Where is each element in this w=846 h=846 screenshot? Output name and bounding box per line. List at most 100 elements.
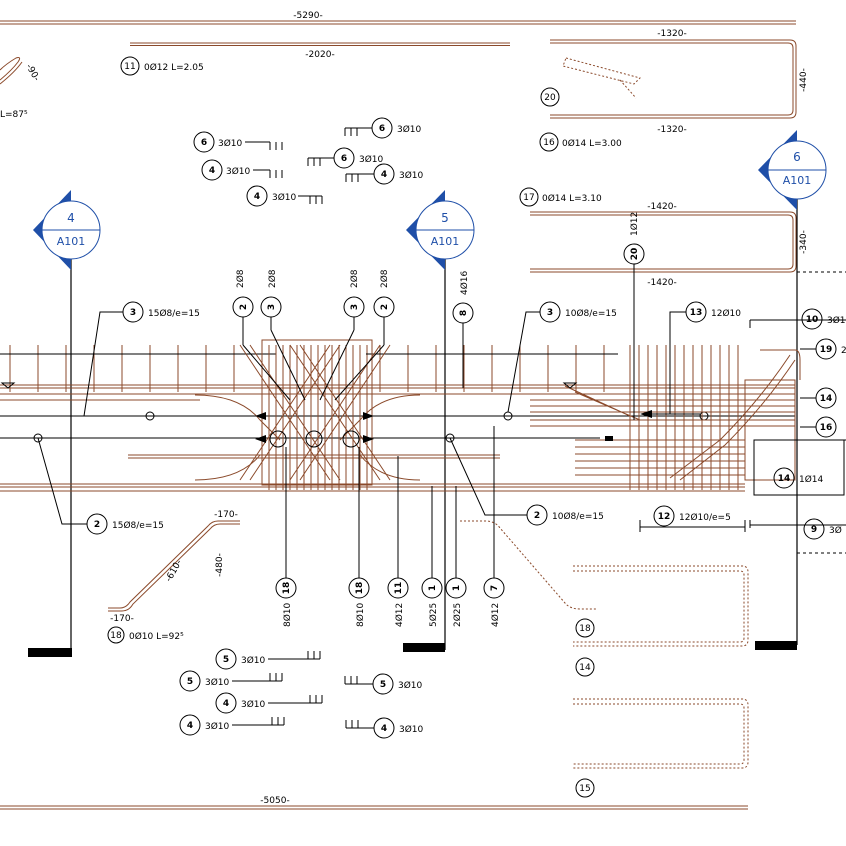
svg-text:-1320-: -1320-: [657, 125, 686, 135]
svg-text:13: 13: [690, 308, 703, 318]
callout-5-bottom-b: 5 3Ø10: [179, 670, 283, 692]
svg-text:3: 3: [130, 308, 136, 318]
svg-text:2: 2: [841, 346, 846, 356]
bar-16-tag: 16 0Ø14 L=3.00: [539, 132, 622, 152]
svg-text:7: 7: [490, 585, 500, 591]
svg-text:18: 18: [110, 631, 122, 641]
svg-text:15Ø8/e=15: 15Ø8/e=15: [148, 308, 200, 319]
callout-5-bottom-a: 5 3Ø10: [215, 648, 321, 670]
svg-text:5: 5: [223, 655, 229, 665]
svg-text:3Ø10: 3Ø10: [205, 721, 230, 732]
bottom-total-bar: -5050-: [0, 796, 748, 810]
svg-text:3Ø10: 3Ø10: [272, 192, 297, 203]
svg-text:4: 4: [223, 699, 229, 709]
svg-text:15Ø8/e=15: 15Ø8/e=15: [112, 520, 164, 531]
svg-text:8Ø10: 8Ø10: [282, 602, 293, 627]
callout-4-a: 4 3Ø10: [201, 159, 283, 181]
svg-text:18: 18: [579, 624, 591, 634]
svg-text:A101: A101: [57, 235, 86, 248]
svg-text:A101: A101: [431, 235, 460, 248]
svg-text:14: 14: [778, 474, 791, 484]
callout-4-bottom-c: 4 3Ø10: [345, 717, 424, 739]
bar-20-tag: 20: [544, 93, 556, 103]
svg-text:1Ø14: 1Ø14: [799, 474, 824, 485]
svg-text:4Ø12: 4Ø12: [394, 603, 405, 627]
svg-text:3Ø10: 3Ø10: [398, 680, 423, 691]
svg-text:4: 4: [381, 724, 387, 734]
svg-text:8: 8: [459, 310, 469, 316]
stirrup-shape-top: -1320- -1320- -440- 20: [540, 29, 809, 135]
bottom-vertical-callouts: 18 8Ø10 18 8Ø10 11 4Ø12 1 5Ø25 1 2Ø25: [275, 426, 505, 627]
callout-6-c: 6 3Ø10: [307, 147, 384, 169]
svg-text:3: 3: [350, 304, 360, 310]
callout-6-a: 6 3Ø10: [193, 131, 283, 153]
callout-9: 9 3Ø: [803, 518, 842, 540]
svg-text:A101: A101: [783, 174, 812, 187]
callout-4-c: 4 3Ø10: [345, 163, 424, 185]
section-marker-6: 6 A101: [755, 130, 827, 650]
svg-text:3: 3: [547, 308, 553, 318]
svg-text:10: 10: [806, 315, 819, 325]
svg-text:5: 5: [380, 680, 386, 690]
callout-2-left: 2 15Ø8/e=15: [37, 437, 164, 535]
callout-3-top-a: 3 2Ø8: [260, 269, 306, 401]
svg-text:8Ø10: 8Ø10: [355, 602, 366, 627]
bar-11-tag: 11 0Ø12 L=2.05: [120, 56, 204, 76]
svg-text:0Ø14 L=3.00: 0Ø14 L=3.00: [562, 138, 622, 149]
callout-7-bottom: 7 4Ø12: [483, 426, 505, 627]
svg-text:-170-: -170-: [214, 510, 238, 520]
callout-12: 12 12Ø10/e=5: [639, 505, 746, 532]
svg-text:6: 6: [379, 124, 385, 134]
svg-text:3Ø10: 3Ø10: [399, 724, 424, 735]
svg-text:3Ø10: 3Ø10: [226, 166, 251, 177]
svg-text:-1420-: -1420-: [647, 278, 676, 288]
svg-text:18: 18: [282, 582, 292, 595]
svg-text:9: 9: [811, 525, 817, 535]
svg-text:4: 4: [381, 170, 387, 180]
stirrup-ticks: [0, 345, 739, 490]
svg-text:5Ø25: 5Ø25: [428, 603, 439, 627]
svg-text:2Ø8: 2Ø8: [379, 269, 390, 288]
svg-text:1Ø12: 1Ø12: [629, 212, 640, 236]
svg-text:-480-: -480-: [215, 553, 225, 577]
svg-text:20: 20: [630, 248, 640, 261]
svg-text:-340-: -340-: [799, 230, 809, 254]
svg-text:3Ø10: 3Ø10: [218, 138, 243, 149]
svg-text:2Ø8: 2Ø8: [235, 269, 246, 288]
svg-text:3Ø10: 3Ø10: [205, 677, 230, 688]
svg-text:15: 15: [579, 784, 590, 794]
main-callouts: 3 15Ø8/e=15 3 10Ø8/e=15 13 12Ø10 10 3Ø1 …: [37, 301, 846, 540]
callout-2-right: 2 10Ø8/e=15: [449, 437, 604, 526]
svg-text:-90-: -90-: [23, 63, 41, 84]
top-total-dimension: -5290-: [293, 11, 322, 21]
svg-text:2: 2: [380, 304, 390, 310]
callout-18-a: 18 8Ø10: [275, 447, 297, 627]
dashed-shape-18: 18: [460, 520, 596, 638]
svg-text:3Ø1: 3Ø1: [827, 315, 846, 326]
svg-text:6: 6: [341, 154, 347, 164]
callout-3-left: 3 15Ø8/e=15: [83, 301, 200, 417]
svg-text:-1320-: -1320-: [657, 29, 686, 39]
svg-text:2Ø8: 2Ø8: [349, 269, 360, 288]
svg-text:4: 4: [187, 721, 193, 731]
svg-text:4Ø12: 4Ø12: [490, 603, 501, 627]
callout-19: 19 2: [800, 338, 846, 360]
svg-text:5: 5: [441, 211, 449, 225]
svg-text:2: 2: [239, 304, 249, 310]
callout-14: 14: [800, 387, 837, 409]
bottom-stirrup-callouts: 5 3Ø10 5 3Ø10 4 3Ø10 4 3Ø10 5 3Ø10: [179, 648, 424, 739]
top-vertical-callouts: 2 2Ø8 3 2Ø8 3 2Ø8 2 2Ø8 8: [232, 212, 645, 420]
callout-4-b: 4 3Ø10: [246, 185, 323, 207]
right-end-zone: [530, 271, 846, 554]
svg-text:16: 16: [543, 138, 555, 148]
svg-text:0Ø10 L=92⁵: 0Ø10 L=92⁵: [129, 631, 184, 642]
callout-10: 10 3Ø1: [801, 308, 846, 330]
callout-14-b: 14 1Ø14: [773, 467, 824, 489]
svg-text:-170-: -170-: [110, 614, 134, 624]
dashed-shape-14: 14: [573, 565, 749, 677]
callout-5-bottom-c: 5 3Ø10: [344, 673, 423, 695]
callout-4-bottom-a: 4 3Ø10: [215, 692, 323, 714]
svg-text:3Ø10: 3Ø10: [359, 154, 384, 165]
svg-text:0Ø14 L=3.10: 0Ø14 L=3.10: [542, 193, 602, 204]
